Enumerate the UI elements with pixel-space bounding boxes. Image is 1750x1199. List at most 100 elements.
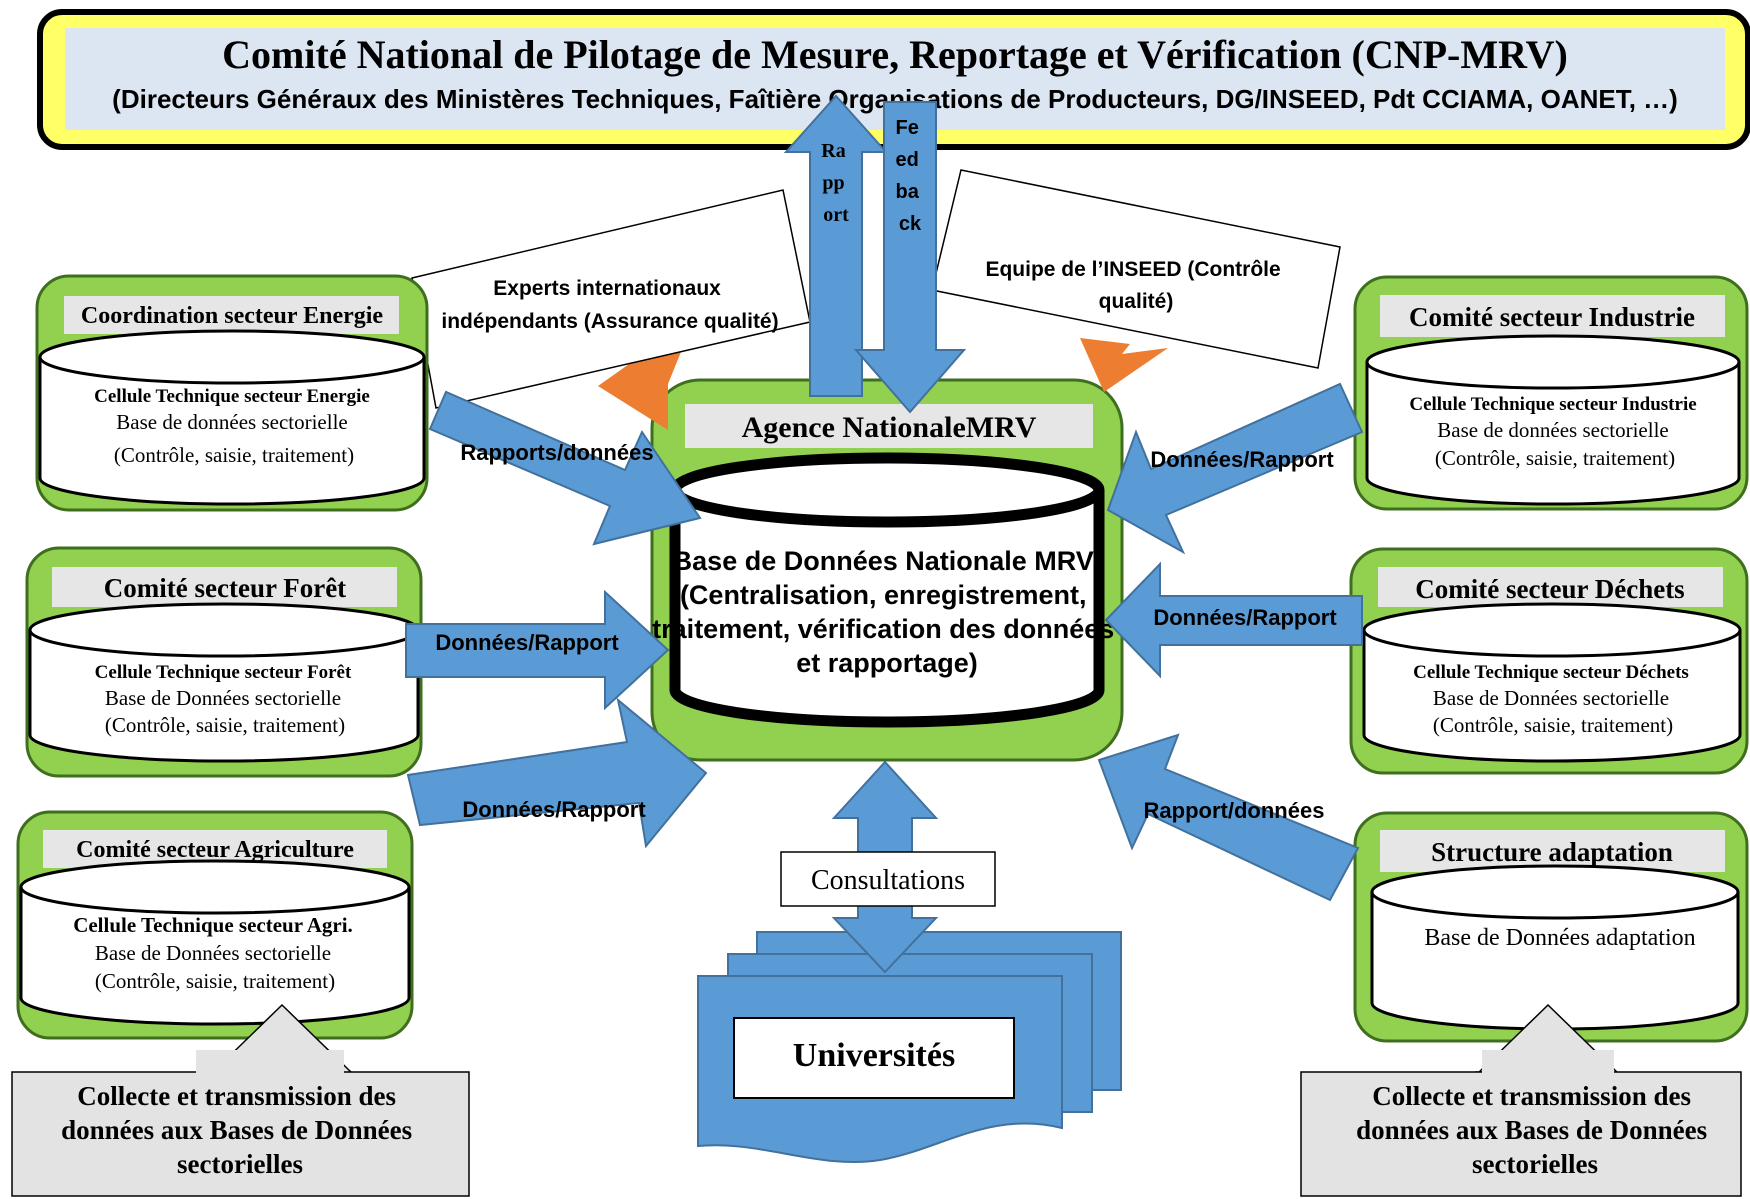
rapport-up-arrow: Ra pp ort — [783, 94, 889, 397]
industrie-db-text: Cellule Technique secteur Industrie Base… — [1409, 394, 1700, 470]
cnp-mrv-banner: Comité National de Pilotage de Mesure, R… — [37, 9, 1750, 150]
collecte-right: Collecte et transmission des données aux… — [1300, 1003, 1742, 1197]
agriculture-line-3: (Contrôle, saisie, traitement) — [95, 969, 335, 993]
national-db-cylinder-body — [669, 490, 1105, 728]
rapport-line-2: pp — [822, 172, 844, 194]
foret-flow-label: Données/Rapport — [435, 630, 619, 655]
industrie-line-1: Cellule Technique secteur Industrie — [1409, 394, 1696, 415]
energie-title: Coordination secteur Energie — [81, 303, 384, 329]
inseed-line-2: qualité) — [1099, 290, 1174, 313]
dechets-line-1: Cellule Technique secteur Déchets — [1413, 662, 1689, 683]
energie-line-1: Cellule Technique secteur Energie — [94, 386, 370, 407]
rapport-line-3: ort — [823, 204, 849, 226]
agriculture-db-text: Cellule Technique secteur Agri. Base de … — [73, 913, 357, 993]
experts-text: Experts internationaux indépendants (Ass… — [441, 277, 778, 333]
collecte-left-line-2: données aux Bases de Données — [61, 1115, 412, 1145]
industrie-flow-arrow — [1106, 382, 1364, 555]
agriculture-line-2: Base de Données sectorielle — [95, 941, 331, 965]
collecte-right-arrow-stem — [1482, 1050, 1614, 1074]
industrie-line-3: (Contrôle, saisie, traitement) — [1435, 446, 1675, 470]
dechets-flow-label: Données/Rapport — [1153, 605, 1337, 630]
universites-stack: Universités — [697, 931, 1122, 1164]
inseed-text: Equipe de l’INSEED (Contrôle qualité) — [985, 258, 1286, 313]
feedback-line-4: ck — [899, 213, 922, 235]
agency-label-box — [685, 404, 1093, 448]
energie-line-2: Base de données sectorielle — [116, 410, 348, 434]
agriculture-flow-label: Données/Rapport — [462, 797, 646, 822]
industrie-flow-label: Données/Rapport — [1150, 447, 1334, 472]
dechets-db-body — [1362, 630, 1742, 763]
sector-agriculture: Comité secteur Agriculture Cellule Techn… — [16, 810, 414, 1040]
sector-industrie: Comité secteur Industrie Cellule Techniq… — [1353, 275, 1749, 511]
energie-flow-label: Rapports/données — [460, 440, 653, 465]
agriculture-db-body — [19, 887, 411, 1026]
energie-db-text: Cellule Technique secteur Energie Base d… — [94, 386, 374, 467]
universites-label: Universités — [793, 1037, 955, 1074]
energie-flow-arrow — [428, 390, 702, 546]
dechets-title: Comité secteur Déchets — [1415, 574, 1684, 604]
collecte-right-line-1: Collecte et transmission des — [1372, 1081, 1691, 1111]
rapport-text: Ra pp ort — [821, 140, 850, 226]
energie-db-body — [38, 357, 426, 506]
collecte-left: Collecte et transmission des données aux… — [11, 1003, 470, 1197]
foret-line-1: Cellule Technique secteur Forêt — [95, 662, 352, 683]
agence-nationale-mrv: Agence NationaleMRV Base de Données Nati… — [650, 378, 1124, 762]
foret-line-2: Base de Données sectorielle — [105, 686, 341, 710]
adaptation-flow-label: Rapport/données — [1144, 798, 1325, 823]
foret-title-box — [52, 567, 397, 607]
industrie-db-top — [1365, 334, 1741, 390]
dechets-title-box — [1378, 567, 1723, 607]
agriculture-db-top — [19, 859, 411, 915]
industrie-title: Comité secteur Industrie — [1409, 302, 1695, 332]
collecte-right-text: Collecte et transmission des données aux… — [1356, 1081, 1714, 1179]
industrie-line-2: Base de données sectorielle — [1437, 418, 1669, 442]
collecte-left-box — [11, 1071, 470, 1197]
foret-line-3: (Contrôle, saisie, traitement) — [105, 713, 345, 737]
national-db-line-1: Base de Données Nationale MRV — [673, 546, 1094, 576]
collecte-right-line-3: sectorielles — [1472, 1149, 1598, 1179]
banner-title: Comité National de Pilotage de Mesure, R… — [222, 32, 1568, 77]
inseed-orange-arrow — [1080, 338, 1168, 392]
feedback-line-1: Fe — [896, 117, 919, 139]
rapport-line-1: Ra — [821, 140, 845, 162]
sector-foret: Comité secteur Forêt Cellule Technique s… — [25, 546, 423, 778]
collecte-left-text: Collecte et transmission des données aux… — [61, 1081, 419, 1179]
adaptation-db-top — [1370, 864, 1740, 920]
sector-adaptation: Structure adaptation Base de Données ada… — [1353, 811, 1749, 1043]
industrie-db-body — [1365, 362, 1741, 506]
dechets-db-top — [1362, 602, 1742, 658]
energie-line-3: (Contrôle, saisie, traitement) — [114, 443, 354, 467]
sector-energie: Coordination secteur Energie Cellule Tec… — [35, 274, 429, 512]
dechets-line-3: (Contrôle, saisie, traitement) — [1433, 713, 1673, 737]
collecte-left-arrow-stem — [196, 1050, 344, 1074]
agency-label: Agence NationaleMRV — [742, 411, 1037, 444]
consultations-box — [780, 851, 996, 907]
inseed-box-shape — [931, 169, 1341, 369]
sector-dechets: Comité secteur Déchets Cellule Technique… — [1349, 547, 1749, 775]
consultations-label: Consultations — [811, 865, 965, 896]
national-db-line-4: et rapportage) — [796, 648, 978, 678]
foret-db-text: Cellule Technique secteur Forêt Base de … — [95, 662, 356, 737]
collecte-left-line-3: sectorielles — [177, 1149, 303, 1179]
feedback-arrow-shape — [853, 101, 967, 414]
national-db-cylinder-top — [669, 452, 1105, 528]
experts-box: Experts internationaux indépendants (Ass… — [411, 189, 811, 409]
foret-title: Comité secteur Forêt — [104, 573, 346, 603]
national-db-line-2: (Centralisation, enregistrement, — [680, 580, 1087, 610]
foret-flow-arrow — [405, 589, 670, 711]
national-db-line-3: traitement, vérification des données — [652, 614, 1114, 644]
feedback-down-arrow: Fe ed ba ck — [853, 101, 967, 414]
adaptation-title: Structure adaptation — [1431, 837, 1673, 867]
dechets-db-text: Cellule Technique secteur Déchets Base d… — [1413, 662, 1693, 737]
inseed-box: Equipe de l’INSEED (Contrôle qualité) — [931, 169, 1341, 369]
collecte-right-line-2: données aux Bases de Données — [1356, 1115, 1707, 1145]
inseed-line-1: Equipe de l’INSEED (Contrôle — [985, 258, 1280, 281]
agriculture-line-1: Cellule Technique secteur Agri. — [73, 913, 353, 937]
experts-line-1: Experts internationaux — [493, 277, 721, 300]
feedback-line-2: ed — [896, 149, 919, 171]
energie-title-box — [64, 296, 399, 334]
universites-label-box — [733, 1017, 1015, 1099]
feedback-text: Fe ed ba ck — [896, 117, 925, 235]
